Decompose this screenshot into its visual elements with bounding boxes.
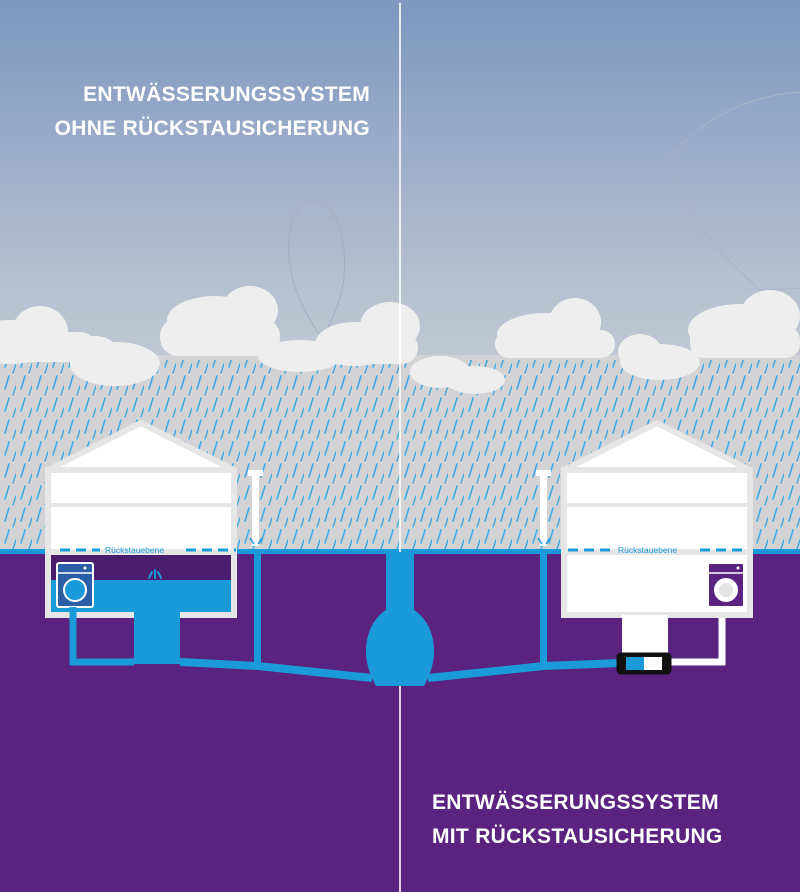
sewer-manhole [366,552,434,686]
right-title-line2: MIT RÜCKSTAUSICHERUNG [432,825,723,848]
left-title-line1: ENTWÄSSERUNGSSYSTEM [83,83,370,106]
washing-machine-icon [56,562,94,608]
right-house [561,420,753,663]
left-panel-title: ENTWÄSSERUNGSSYSTEM OHNE RÜCKSTAUSICHERU… [55,78,370,146]
clouds [0,286,800,394]
faint-wing-outline [667,91,800,291]
left-backflow-level: Rückstauebene [60,545,236,555]
right-drain-pipes [427,552,726,682]
right-backflow-level: Rückstauebene [568,545,748,555]
left-vent-pipe [248,470,263,546]
left-level-label: Rückstauebene [105,545,164,555]
right-panel-title: ENTWÄSSERUNGSSYSTEM MIT RÜCKSTAUSICHERUN… [432,786,723,854]
right-vent-pipe [536,470,551,546]
washing-machine-icon-right [707,562,745,608]
basement-drain-shaft [134,612,180,664]
splash-icon [148,569,162,579]
left-drain-pipes [69,552,373,682]
right-level-label: Rückstauebene [618,545,677,555]
left-title-line2: OHNE RÜCKSTAUSICHERUNG [54,117,370,140]
backflow-valve-icon [616,652,672,675]
right-title-line1: ENTWÄSSERUNGSSYSTEM [432,791,719,814]
left-house [45,420,237,664]
